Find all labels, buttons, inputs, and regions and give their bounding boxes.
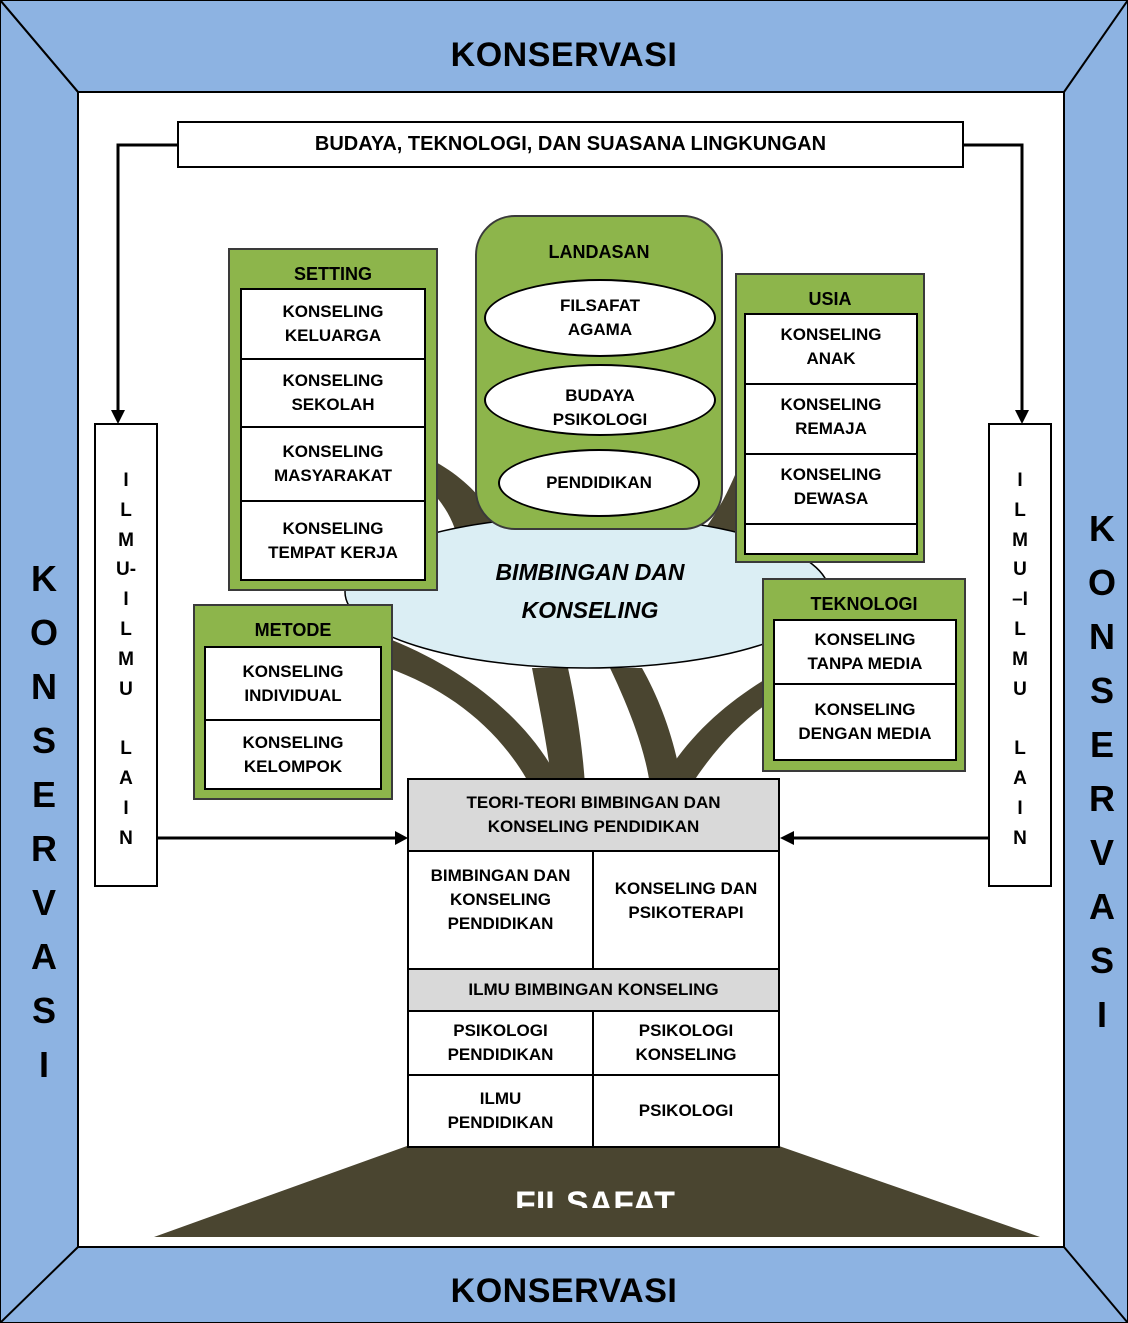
- frame-left-label: K O N S E R V A S I: [14, 552, 74, 1092]
- science-header: ILMU BIMBINGAN KONSELING: [409, 968, 778, 1012]
- setting-item: KONSELING KELUARGA: [242, 290, 424, 360]
- base-trapezoid: [154, 1146, 1040, 1237]
- metode-panel: METODE KONSELING INDIVIDUAL KONSELING KE…: [193, 604, 393, 800]
- side-column-right: I L M U –I L M U L A I N: [988, 423, 1052, 887]
- usia-title: USIA: [808, 289, 852, 309]
- center-label-line2: KONSELING: [521, 597, 659, 623]
- metode-list: KONSELING INDIVIDUAL KONSELING KELOMPOK: [204, 646, 382, 790]
- usia-item: KONSELING ANAK: [746, 315, 916, 385]
- frame-left-letter: V: [31, 882, 56, 923]
- center-label: BIMBINGAN DAN KONSELING: [430, 553, 750, 629]
- setting-list: KONSELING KELUARGA KONSELING SEKOLAH KON…: [240, 288, 426, 581]
- context-label: BUDAYA, TEKNOLOGI, DAN SUASANA LINGKUNGA…: [314, 133, 827, 155]
- frame-corner-line: [1063, 0, 1128, 93]
- frame-right-letter: O: [1087, 562, 1116, 603]
- frame-bottom-label: KONSERVASI: [450, 1272, 678, 1310]
- frame-left-letter: N: [31, 666, 57, 707]
- teknologi-panel: TEKNOLOGI KONSELING TANPA MEDIA KONSELIN…: [762, 578, 966, 772]
- usia-item: [746, 525, 916, 553]
- usia-item: KONSELING REMAJA: [746, 385, 916, 455]
- frame-top-label: KONSERVASI: [450, 36, 678, 74]
- setting-item: KONSELING MASYARAKAT: [242, 428, 424, 502]
- frame-right-letter: E: [1089, 724, 1114, 765]
- frame-left-letter: I: [38, 1044, 49, 1085]
- usia-panel: USIA KONSELING ANAK KONSELING REMAJA KON…: [735, 273, 925, 563]
- landasan-item: PENDIDIKAN: [498, 449, 700, 517]
- frame-left-letter: A: [31, 936, 57, 977]
- frame-corner-line: [1063, 1246, 1128, 1323]
- frame-corner-line: [0, 1246, 79, 1323]
- science-cell: PSIKOLOGI: [638, 1101, 734, 1120]
- frame-left-letter: O: [29, 612, 58, 653]
- metode-item: KONSELING INDIVIDUAL: [206, 648, 380, 721]
- landasan-panel: LANDASAN FILSAFAT AGAMA BUDAYA PSIKOLOGI…: [475, 215, 723, 530]
- frame-right-letter: A: [1089, 886, 1115, 927]
- frame-left-letter: S: [31, 990, 56, 1031]
- setting-item: KONSELING TEMPAT KERJA: [242, 502, 424, 579]
- frame-left-letter: E: [31, 774, 56, 815]
- trunk-table: TEORI-TEORI BIMBINGAN DAN KONSELING PEND…: [407, 778, 780, 1148]
- frame-right-letter: K: [1089, 508, 1115, 549]
- frame-right-letter: N: [1089, 616, 1115, 657]
- frame-right-label: K O N S E R V A S I: [1072, 502, 1128, 1042]
- metode-title: METODE: [254, 620, 332, 640]
- science-cell: PSIKOLOGI KONSELING: [594, 1012, 778, 1076]
- frame-right-letter: S: [1089, 940, 1114, 981]
- side-column-left: I L M U- I L M U L A I N: [94, 423, 158, 887]
- theory-header: TEORI-TEORI BIMBINGAN DAN KONSELING PEND…: [409, 780, 778, 852]
- science-cell: PSIKOLOGI PENDIDIKAN: [409, 1012, 594, 1076]
- frame-left-letter: S: [31, 720, 56, 761]
- frame-right-letter: V: [1089, 832, 1114, 873]
- arrowhead-right-down: [1015, 410, 1029, 424]
- teknologi-item: KONSELING TANPA MEDIA: [775, 621, 955, 685]
- theory-cell: BIMBINGAN DAN KONSELING PENDIDIKAN: [409, 852, 594, 968]
- frame-right-letter: S: [1089, 670, 1114, 711]
- frame-left-letter: R: [31, 828, 57, 869]
- usia-list: KONSELING ANAK KONSELING REMAJA KONSELIN…: [744, 313, 918, 555]
- arrowhead-right: [395, 831, 408, 845]
- base-label-clip: FILSAFAT: [400, 1180, 790, 1208]
- teknologi-item: KONSELING DENGAN MEDIA: [775, 685, 955, 759]
- context-box: BUDAYA, TEKNOLOGI, DAN SUASANA LINGKUNGA…: [177, 121, 964, 168]
- arrowhead-left: [780, 831, 794, 845]
- center-label-line1: BIMBINGAN DAN: [495, 559, 685, 585]
- landasan-item: FILSAFAT AGAMA: [484, 279, 716, 357]
- frame-right-letter: R: [1089, 778, 1115, 819]
- connector-right: [963, 143, 1024, 413]
- side-column-right-text: I L M U –I L M U L A I N: [1012, 470, 1028, 849]
- base-label: FILSAFAT: [515, 1185, 675, 1208]
- side-column-left-text: I L M U- I L M U L A I N: [115, 470, 137, 849]
- connector-left: [116, 143, 178, 413]
- teknologi-title: TEKNOLOGI: [810, 594, 918, 614]
- setting-item: KONSELING SEKOLAH: [242, 360, 424, 428]
- science-cell: ILMU PENDIDIKAN: [409, 1076, 594, 1146]
- landasan-title: LANDASAN: [548, 242, 650, 262]
- setting-panel: SETTING KONSELING KELUARGA KONSELING SEK…: [228, 248, 438, 591]
- setting-title: SETTING: [293, 264, 372, 284]
- frame-corner-line: [0, 0, 79, 93]
- frame-left-letter: K: [31, 558, 57, 599]
- metode-item: KONSELING KELOMPOK: [206, 721, 380, 788]
- teknologi-list: KONSELING TANPA MEDIA KONSELING DENGAN M…: [773, 619, 957, 761]
- arrowhead-left-down: [111, 410, 125, 424]
- frame-right-letter: I: [1096, 994, 1107, 1035]
- usia-item: KONSELING DEWASA: [746, 455, 916, 525]
- theory-cell: KONSELING DAN PSIKOTERAPI: [614, 879, 758, 922]
- landasan-item: BUDAYA PSIKOLOGI: [484, 364, 716, 436]
